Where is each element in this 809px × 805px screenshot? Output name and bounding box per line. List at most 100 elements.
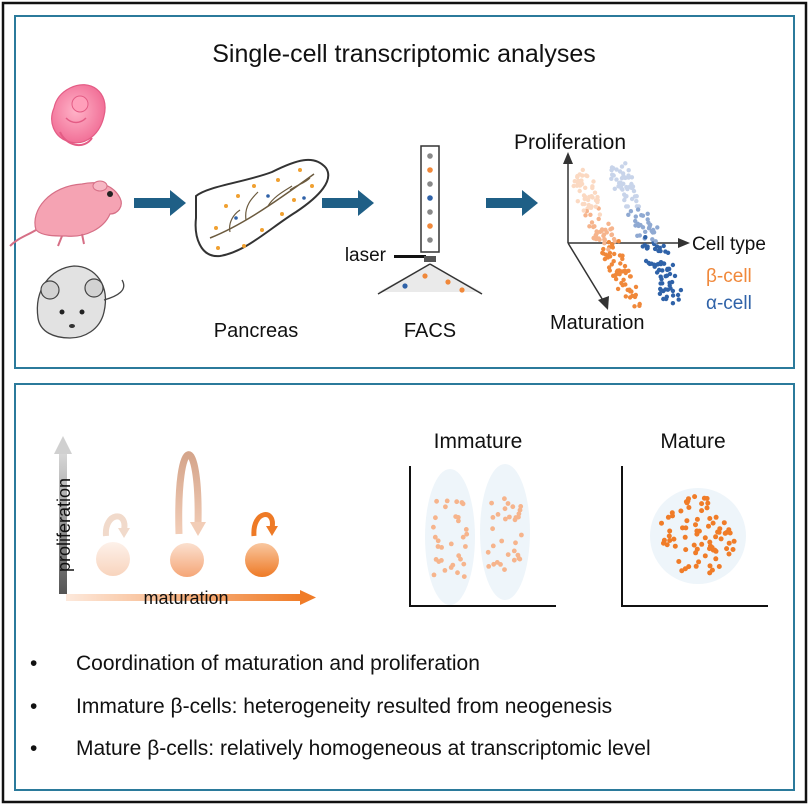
- alpha-cell-point: [676, 297, 681, 302]
- alpha-cell-point: [617, 169, 623, 174]
- beta-cell-point: [611, 259, 616, 264]
- stage-2-cell: [170, 451, 206, 577]
- mature-cell-point: [665, 514, 671, 520]
- immature-cell-point: [432, 534, 438, 540]
- bottom-panel-border: [14, 383, 795, 791]
- mature-cell-point: [707, 563, 713, 569]
- alpha-cell-point: [609, 176, 614, 181]
- alpha-cell-point: [650, 237, 655, 242]
- alpha-cell-point: [645, 245, 650, 251]
- mature-cell-point: [707, 570, 713, 576]
- mature-cell-point: [702, 553, 708, 559]
- beta-cell-point: [626, 268, 631, 273]
- legend-beta-cell: β-cell: [706, 266, 752, 287]
- mature-cell-point: [683, 547, 689, 553]
- facs-icon: [377, 145, 483, 295]
- beta-cell-point: [590, 185, 595, 191]
- mature-cell-point: [659, 520, 664, 526]
- beta-cell-point: [595, 199, 600, 205]
- immature-cell-point: [460, 534, 466, 540]
- mature-cell-point: [704, 505, 710, 511]
- axis-label-cell-type: Cell type: [692, 234, 766, 255]
- mature-cell-point: [683, 525, 689, 531]
- alpha-cell-point: [661, 261, 667, 266]
- immature-cell-point: [485, 549, 491, 555]
- flow-arrow-3: [486, 190, 538, 216]
- immature-cell-point: [519, 532, 524, 538]
- immature-cell-point: [513, 540, 518, 546]
- beta-cell-point: [581, 193, 587, 198]
- mature-cell-point: [724, 546, 730, 552]
- immature-cell-point: [517, 507, 523, 513]
- beta-cell-point: [583, 185, 588, 190]
- immature-cell-point: [503, 516, 508, 522]
- beta-cell-point: [605, 255, 611, 260]
- mature-cell-point: [710, 520, 716, 526]
- beta-cell-point: [577, 172, 582, 177]
- beta-cell-point: [617, 253, 623, 258]
- alpha-cell-point: [626, 175, 631, 180]
- immature-plot: [409, 464, 556, 607]
- laser-label: laser: [345, 245, 387, 266]
- stage-3-cell: [245, 512, 279, 577]
- alpha-cell-point: [643, 258, 649, 264]
- immature-cell-point: [502, 567, 507, 572]
- alpha-cell-point: [653, 239, 658, 244]
- immature-cell-point: [499, 538, 505, 544]
- beta-cell-point: [612, 251, 617, 257]
- embryo-icon: [51, 84, 106, 147]
- immature-cell-point: [455, 515, 461, 520]
- immature-cell-point: [505, 501, 511, 506]
- beta-cell-point: [601, 246, 606, 252]
- beta-cell-point: [609, 262, 614, 267]
- mature-cell-point: [667, 538, 673, 543]
- beta-cell-point: [602, 241, 607, 246]
- beta-cell-point: [597, 212, 603, 217]
- mature-cell-point: [684, 518, 690, 524]
- mature-cell-point: [726, 540, 732, 546]
- pancreas-icon: [194, 158, 330, 258]
- bullet-symbol: •: [30, 737, 38, 760]
- beta-cell-point: [622, 263, 628, 269]
- mature-cell-point: [694, 516, 700, 522]
- facs-label: FACS: [404, 320, 456, 342]
- beta-cell-point: [630, 293, 635, 298]
- beta-cell-point: [609, 232, 614, 238]
- beta-cell-point: [610, 245, 615, 250]
- immature-cell-point: [450, 562, 456, 568]
- beta-cell-point: [579, 178, 584, 183]
- alpha-cell-point: [623, 194, 628, 199]
- beta-cell-point: [582, 201, 587, 207]
- mature-cell-point: [672, 543, 678, 549]
- beta-cell-point: [627, 274, 633, 279]
- mature-plot: [621, 466, 768, 607]
- beta-cell-point: [603, 227, 608, 232]
- immature-cell-point: [431, 524, 436, 530]
- immature-label: Immature: [434, 430, 523, 453]
- immature-cell-point: [505, 552, 511, 557]
- immature-cell-point: [491, 561, 497, 567]
- alpha-cell-point: [611, 173, 616, 178]
- alpha-cell-point: [672, 273, 678, 279]
- mature-cell-point: [682, 534, 688, 540]
- mature-cell-point: [686, 505, 692, 510]
- axis-label-maturation: Maturation: [550, 312, 645, 334]
- mature-cell-point: [693, 563, 699, 569]
- alpha-cell-point: [625, 186, 630, 192]
- top-panel-border: [14, 15, 795, 369]
- mature-cell-point: [699, 508, 705, 514]
- beta-cell-point: [621, 277, 626, 282]
- alpha-cell-point: [663, 249, 668, 254]
- axis-label-proliferation: Proliferation: [514, 131, 626, 154]
- alpha-cell-point: [628, 209, 634, 214]
- beta-cell-point: [575, 180, 580, 185]
- alpha-cell-point: [614, 167, 619, 172]
- mature-cell-point: [713, 548, 719, 554]
- mature-cell-point: [706, 523, 711, 529]
- immature-cell-point: [516, 514, 521, 520]
- beta-cell-point: [612, 273, 618, 278]
- mature-cell-point: [671, 536, 677, 542]
- immature-cell-point: [517, 556, 523, 562]
- immature-cell-point: [433, 515, 438, 521]
- beta-cell-point: [580, 167, 585, 173]
